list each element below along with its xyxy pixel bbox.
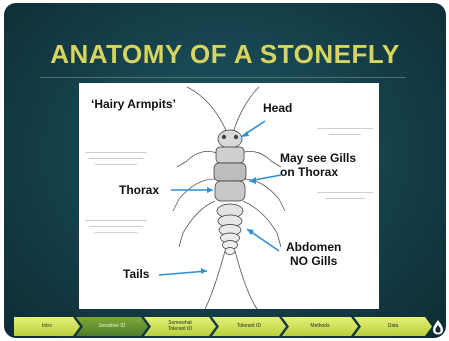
- faint-note-right-top: [315, 123, 375, 136]
- nav-label: Somewhat Tolerant ID: [159, 321, 201, 332]
- section-navigation: Intro Sensitive ID Somewhat Tolerant ID …: [14, 317, 434, 336]
- flame-drop-icon[interactable]: [432, 319, 444, 335]
- nav-label: Sensitive ID: [90, 324, 135, 330]
- label-hairy-armpits: ‘Hairy Armpits’: [91, 97, 176, 111]
- faint-note-left-bottom: [81, 215, 151, 234]
- slide-title: ANATOMY OF A STONEFLY: [4, 39, 446, 70]
- nav-label: Methods: [301, 324, 338, 330]
- label-head: Head: [263, 101, 292, 115]
- nav-somewhat-tolerant-id[interactable]: Somewhat Tolerant ID: [144, 317, 216, 336]
- nav-label: Tolerant ID: [228, 324, 270, 330]
- faint-note-right-mid: [315, 187, 375, 200]
- nav-label: Intro: [33, 324, 61, 330]
- nav-data[interactable]: Data: [354, 317, 432, 336]
- title-divider: [40, 77, 406, 78]
- nav-methods[interactable]: Methods: [282, 317, 358, 336]
- nav-intro[interactable]: Intro: [14, 317, 80, 336]
- nav-label: Data: [379, 324, 408, 330]
- faint-note-left-top: [81, 147, 151, 166]
- nav-tolerant-id[interactable]: Tolerant ID: [212, 317, 286, 336]
- label-abdomen: Abdomen NO Gills: [286, 240, 341, 268]
- label-gills-on-thorax: May see Gills on Thorax: [280, 151, 356, 179]
- anatomy-panel: ‘Hairy Armpits’ Head May see Gills on Th…: [79, 83, 379, 309]
- label-thorax: Thorax: [119, 183, 159, 197]
- slide: ANATOMY OF A STONEFLY: [4, 3, 446, 338]
- nav-sensitive-id[interactable]: Sensitive ID: [76, 317, 148, 336]
- label-tails: Tails: [123, 267, 149, 281]
